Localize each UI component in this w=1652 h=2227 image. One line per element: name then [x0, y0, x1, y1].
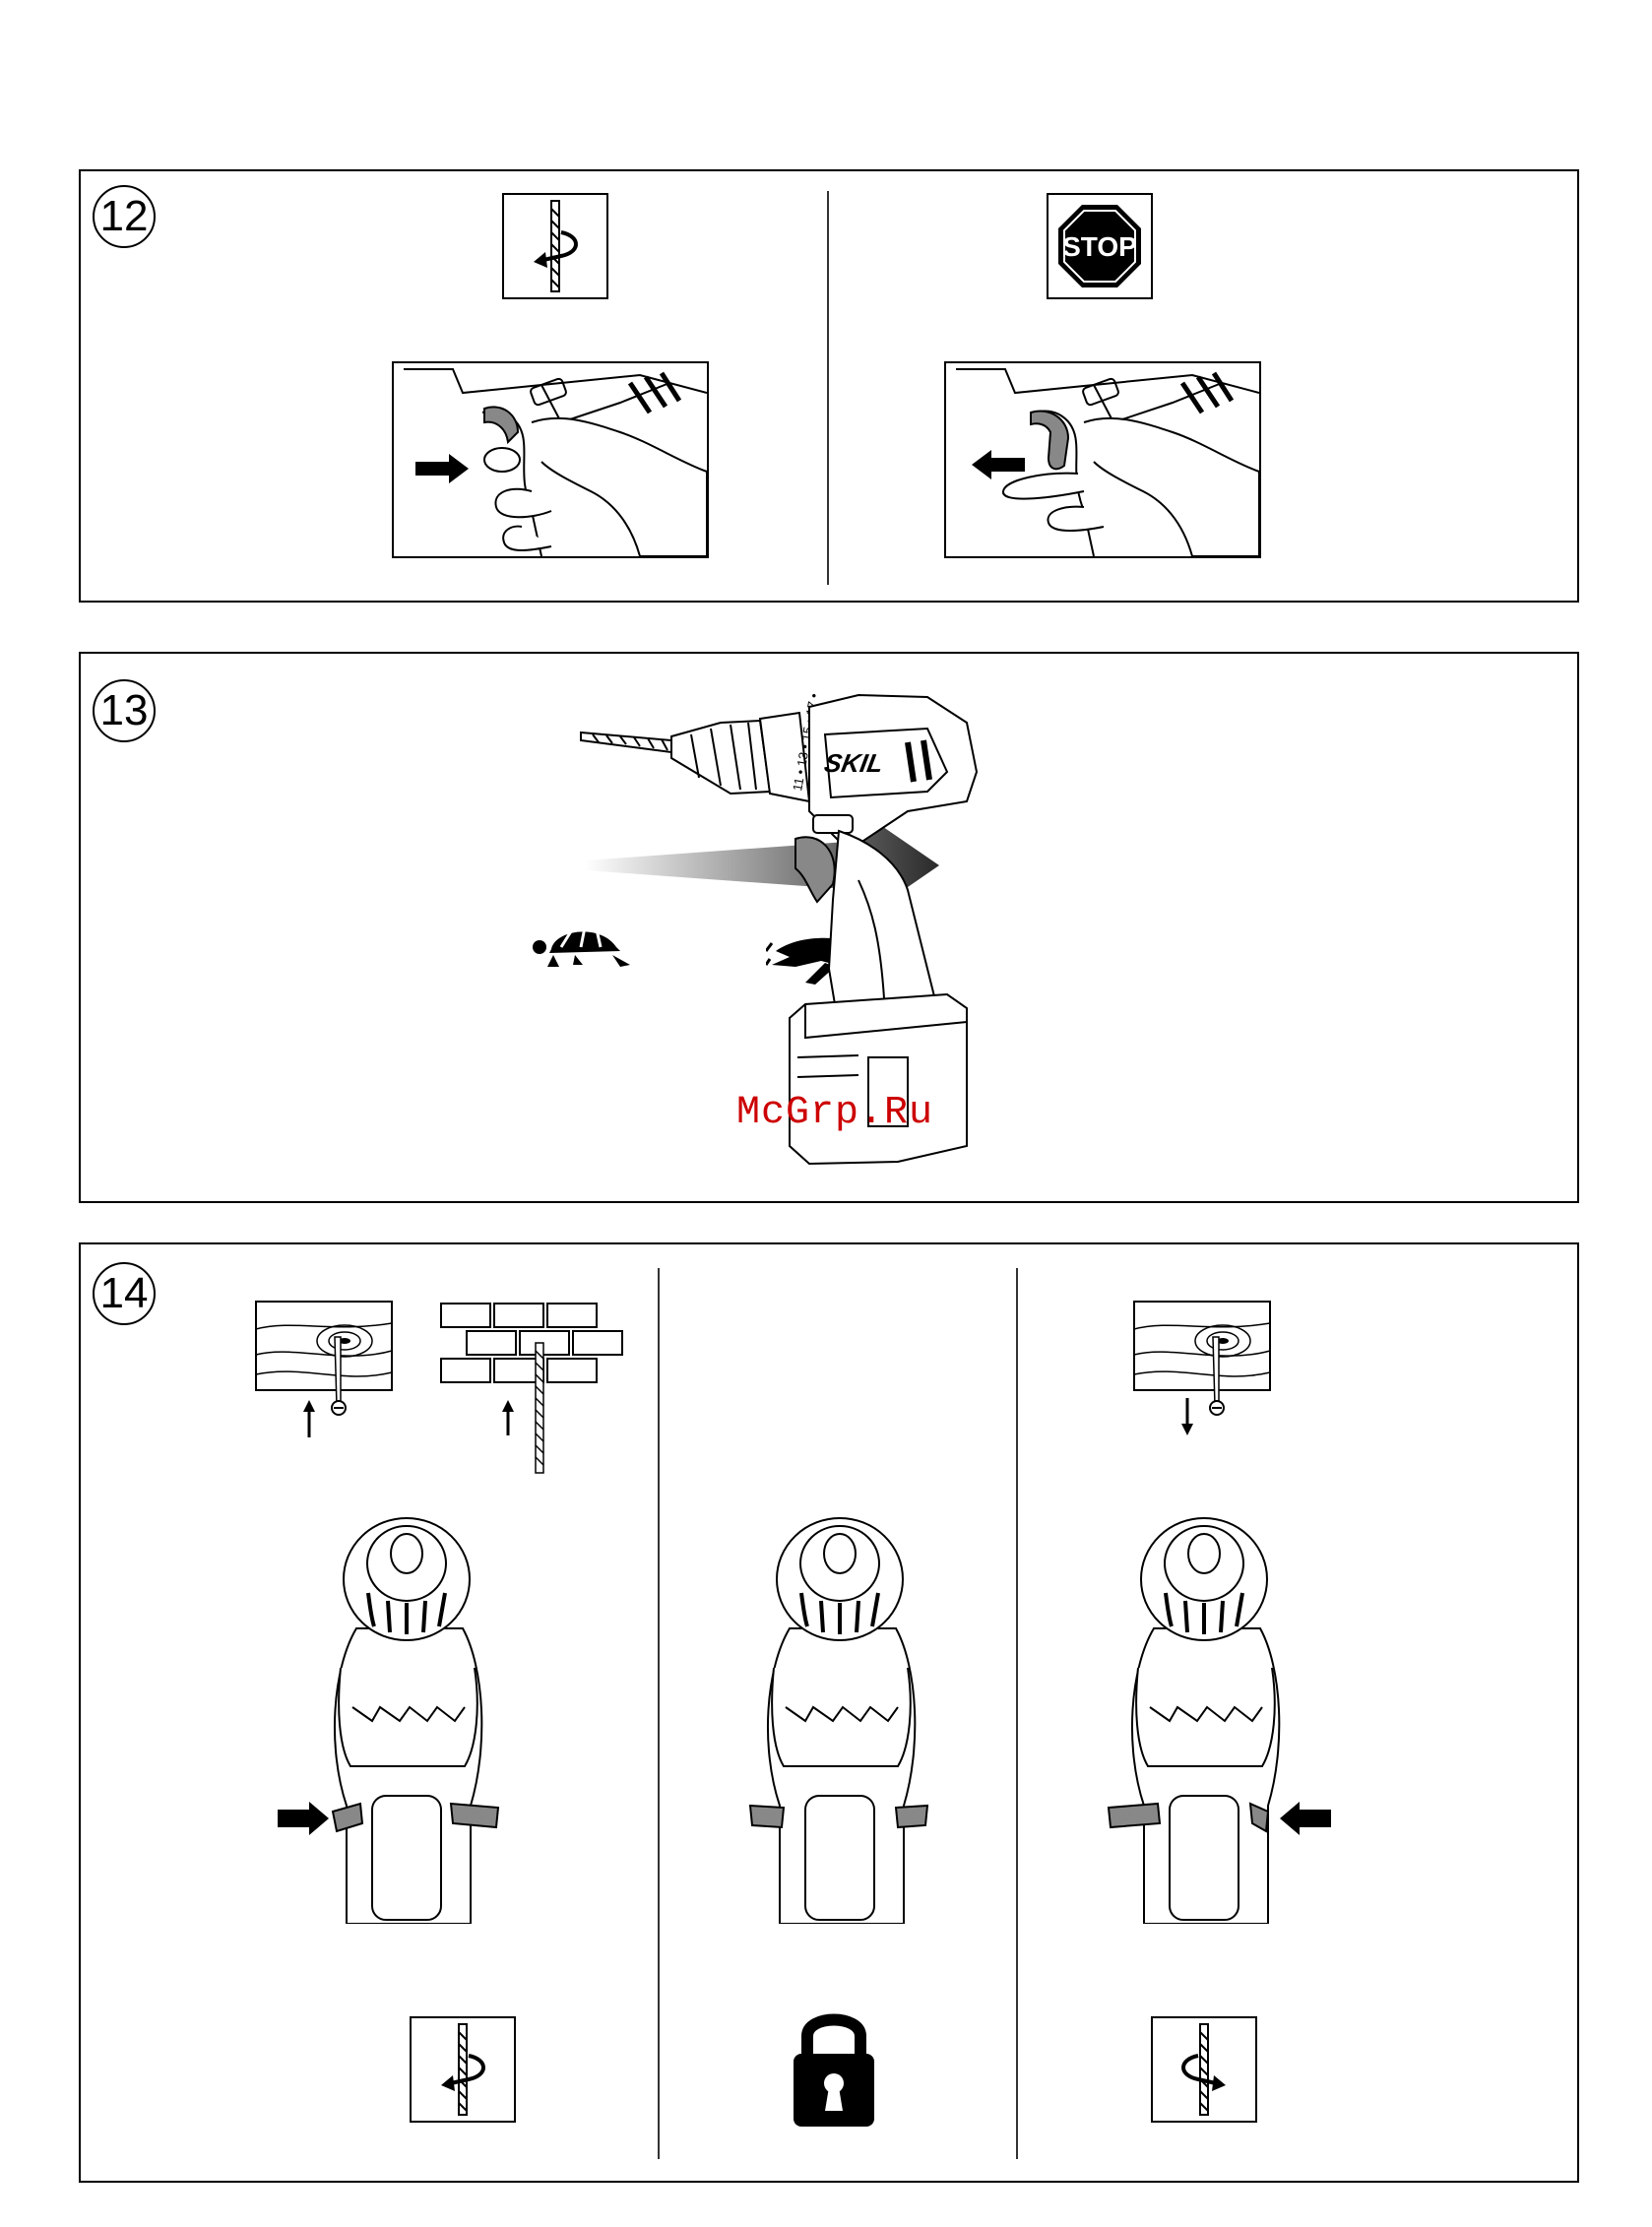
drill-front-forward [278, 1510, 534, 1924]
panel-13: 13 11 • 13 • 15 • 17 • [79, 652, 1579, 1203]
stop-sign-text: STOP [1062, 231, 1137, 262]
watermark: McGrp.Ru [736, 1091, 933, 1135]
panel-divider [658, 1268, 660, 2159]
trigger-release-illustration [944, 361, 1261, 558]
panel-divider [1016, 1268, 1018, 2159]
rotate-counterclockwise-icon [1151, 2016, 1257, 2123]
rotate-clockwise-icon [502, 193, 608, 299]
panel-divider [827, 191, 829, 585]
wood-screw-in-icon [254, 1300, 396, 1441]
brick-drill-icon [437, 1300, 634, 1477]
drill-front-reverse [1075, 1510, 1331, 1924]
stop-sign-icon: STOP [1047, 193, 1153, 299]
panel-number: 13 [93, 679, 156, 742]
panel-number: 12 [93, 185, 156, 248]
brand-logo: SKIL [822, 748, 885, 778]
padlock-icon [790, 2003, 878, 2131]
wood-screw-out-icon [1132, 1300, 1274, 1441]
trigger-press-illustration [392, 361, 709, 558]
rotate-clockwise-icon [410, 2016, 516, 2123]
drill-front-locked [711, 1510, 967, 1924]
panel-number: 14 [93, 1262, 156, 1325]
panel-14: 14 [79, 1242, 1579, 2183]
panel-12: 12 STOP [79, 169, 1579, 603]
